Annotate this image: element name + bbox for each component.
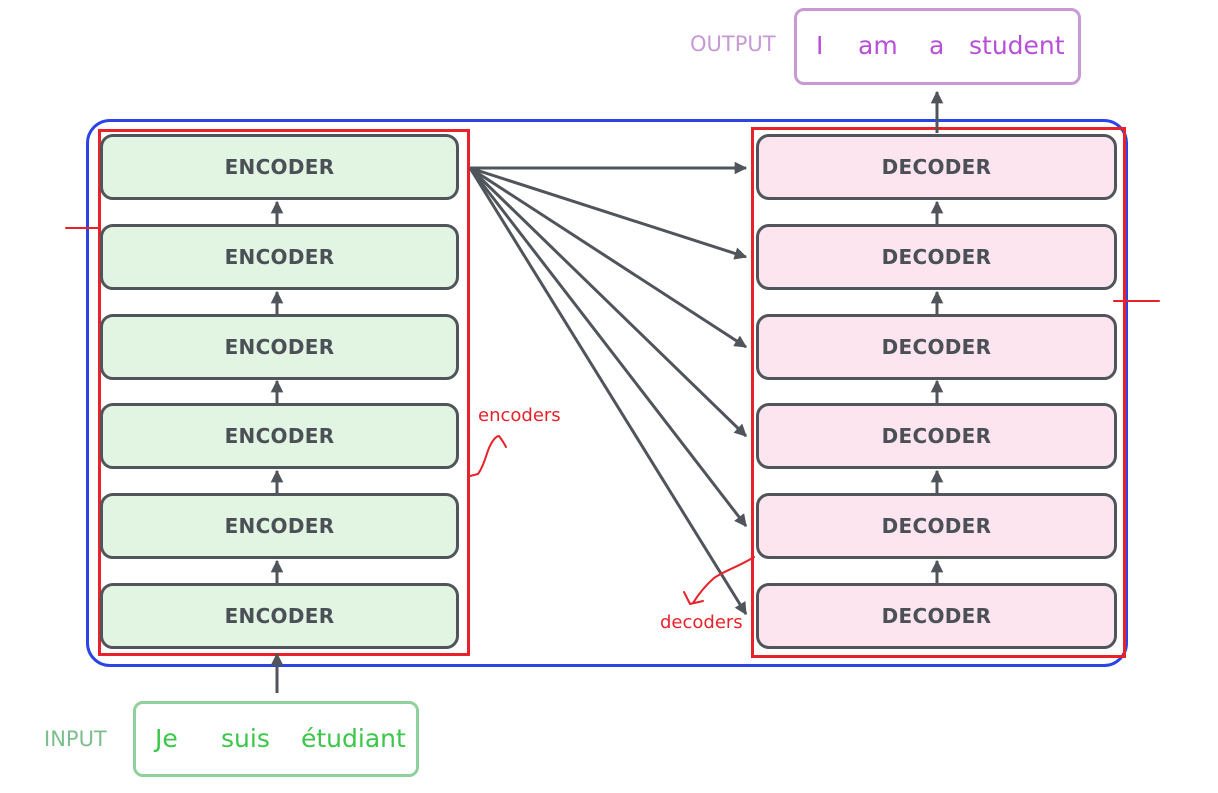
output-word: am bbox=[858, 31, 898, 60]
encoder-to-decoder-arrow bbox=[469, 166, 748, 260]
encoder-to-decoder-arrow bbox=[468, 167, 748, 527]
decoder-block: DECODER bbox=[756, 134, 1117, 200]
decoder-block: DECODER bbox=[756, 224, 1117, 290]
encoders-note-pointer bbox=[469, 435, 507, 477]
input-label: INPUT bbox=[44, 727, 107, 751]
output-label: OUTPUT bbox=[690, 32, 776, 56]
encoder-to-decoder-arrow bbox=[469, 166, 748, 349]
transformer-frame bbox=[86, 119, 1128, 667]
input-word: Je bbox=[155, 724, 178, 753]
output-word: student bbox=[969, 31, 1065, 60]
input-word: suis bbox=[221, 724, 270, 753]
encoders-highlight bbox=[98, 129, 470, 656]
encoder-block: ENCODER bbox=[100, 403, 459, 469]
decoder-block: DECODER bbox=[756, 403, 1117, 469]
output-word: I bbox=[816, 31, 824, 60]
decoders-note-pointer bbox=[683, 556, 755, 605]
encoder-to-decoder-arrow bbox=[468, 166, 748, 438]
decoder-block: DECODER bbox=[756, 314, 1117, 380]
decoders-note: decoders bbox=[660, 612, 743, 633]
encoders-note: encoders bbox=[478, 405, 561, 426]
encoder-block: ENCODER bbox=[100, 314, 459, 380]
input-word: étudiant bbox=[301, 724, 406, 753]
encoder-block: ENCODER bbox=[100, 583, 459, 649]
decoder-block: DECODER bbox=[756, 493, 1117, 559]
output-box bbox=[794, 8, 1081, 85]
encoder-block: ENCODER bbox=[100, 493, 459, 559]
input-box bbox=[133, 701, 419, 777]
encoder-to-decoder-arrow bbox=[468, 167, 748, 616]
decoder-block: DECODER bbox=[756, 583, 1117, 649]
output-word: a bbox=[929, 31, 945, 60]
encoder-block: ENCODER bbox=[100, 134, 459, 200]
encoder-block: ENCODER bbox=[100, 224, 459, 290]
